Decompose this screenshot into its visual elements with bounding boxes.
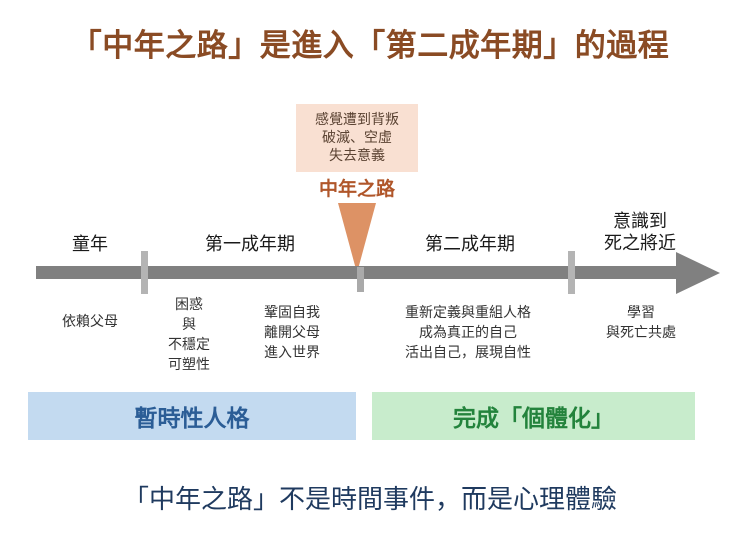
stage-desc-ego-consolidation-line-2: 離開父母 [264,323,320,340]
stage-desc-ego-consolidation: 鞏固自我 離開父母 進入世界 [237,303,347,363]
page-title: 「中年之路」是進入「第二成年期」的過程 [70,28,670,63]
timeline-arrow-icon [676,252,720,294]
timeline-tick-1 [141,251,148,294]
era-label-death-awareness: 意識到 死之將近 [580,211,700,255]
crisis-callout-line-3: 失去意義 [329,146,385,163]
stage-desc-death-coexistence-line-2: 與死亡共處 [606,323,676,340]
stage-desc-death-coexistence-line-1: 學習 [627,304,655,320]
crisis-callout-label: 中年之路 [318,179,395,200]
stage-desc-dependence-line-1: 依賴父母 [62,313,118,329]
era-label-death-awareness-line-2: 死之將近 [604,232,676,253]
stage-desc-redefinition: 重新定義與重組人格 成為真正的自己 活出自己，展現自性 [378,303,558,363]
crisis-callout-box: 感覺遭到背叛 破滅、空虛 失去意義 [296,104,418,172]
timeline-tick-2 [357,267,364,292]
stage-desc-redefinition-line-2: 成為真正的自己 [419,323,517,340]
funnel-triangle-icon [338,203,376,273]
stage-desc-confusion-line-3: 不穩定 [168,335,210,352]
era-label-death-awareness-line-1: 意識到 [613,211,667,231]
stage-desc-redefinition-line-3: 活出自己，展現自性 [405,343,531,360]
stage-desc-ego-consolidation-line-3: 進入世界 [264,343,320,360]
stage-desc-dependence: 依賴父母 [35,312,145,332]
crisis-callout-line-1: 感覺遭到背叛 [315,111,399,128]
summary-bar-provisional-personality-label: 暫時性人格 [134,405,250,431]
timeline-tick-3 [568,251,575,294]
summary-bar-individuation: 完成「個體化」 [372,392,695,440]
timeline-axis [36,266,694,279]
summary-bar-individuation-label: 完成「個體化」 [453,405,614,431]
crisis-callout-line-2: 破滅、空虛 [322,129,392,146]
era-label-first-adulthood: 第一成年期 [205,234,295,254]
stage-desc-confusion: 困惑 與 不穩定 可塑性 [143,295,235,375]
footer-caption: 「中年之路」不是時間事件，而是心理體驗 [122,484,617,514]
era-label-childhood: 童年 [72,234,108,254]
stage-desc-ego-consolidation-line-1: 鞏固自我 [264,304,320,320]
stage-desc-confusion-line-2: 與 [182,315,196,332]
era-label-second-adulthood: 第二成年期 [425,234,515,254]
stage-desc-death-coexistence: 學習 與死亡共處 [582,303,700,343]
stage-desc-confusion-line-1: 困惑 [175,296,203,312]
summary-bar-provisional-personality: 暫時性人格 [28,392,356,440]
stage-desc-confusion-line-4: 可塑性 [168,355,210,372]
stage-desc-redefinition-line-1: 重新定義與重組人格 [405,304,531,320]
